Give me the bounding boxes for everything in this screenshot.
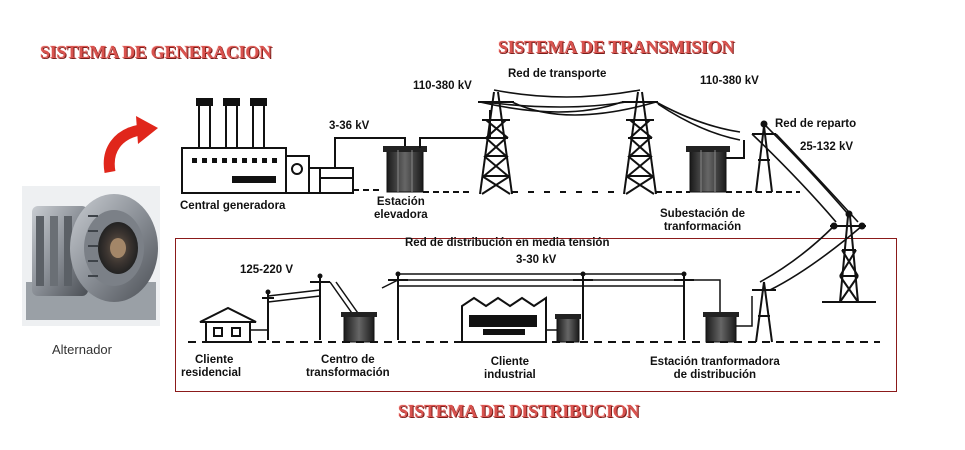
centro-transformacion-label: Centro de transformación <box>306 354 390 380</box>
centro-transformacion-line2: transformación <box>306 367 390 379</box>
cliente-industrial-label: Cliente industrial <box>484 356 536 382</box>
transmission-tower-icon <box>752 281 776 343</box>
dist-feed-cables <box>759 225 863 291</box>
red-reparto-label: Red de reparto <box>775 118 857 130</box>
centro-transformacion-line1: Centro de <box>321 354 375 366</box>
central-generadora-label: Central generadora <box>180 200 286 212</box>
cliente-industrial-line2: industrial <box>484 369 536 381</box>
cliente-residencial-label: Cliente residencial <box>181 354 241 380</box>
alternator-label: Alternador <box>52 342 112 357</box>
title-generation: SISTEMA DE GENERACION <box>40 42 272 62</box>
title-transmission: SISTEMA DE TRANSMISION <box>498 37 735 57</box>
voltage-label-generation: 3-36 kV <box>329 120 370 132</box>
reparto-cables <box>751 123 859 223</box>
subestacion-line2: tranformación <box>663 221 742 233</box>
estacion-distribucion-label: Estación tranformadora de distribución <box>650 356 780 382</box>
transmission-tower-icon <box>830 210 866 303</box>
transformer-icon <box>383 146 427 193</box>
estacion-elevadora-line1: Estación <box>376 196 425 208</box>
transformer-icon <box>555 314 581 343</box>
red-transporte-label: Red de transporte <box>508 68 607 80</box>
factory-icon <box>461 296 547 343</box>
curved-arrow-icon <box>103 116 158 173</box>
transmission-tower-icon <box>478 91 514 195</box>
title-distribution: SISTEMA DE DISTRIBUCION <box>398 401 640 421</box>
estacion-distribucion-line1: Estación tranformadora <box>650 356 780 368</box>
generation-line <box>334 137 406 191</box>
subestacion-label: Subestación de tranformación <box>660 208 745 234</box>
cliente-residencial-line1: Cliente <box>195 354 234 366</box>
transformer-icon <box>703 312 739 343</box>
utility-pole-icon <box>262 274 694 340</box>
cliente-industrial-line1: Cliente <box>490 356 530 368</box>
power-plant-icon <box>181 98 354 194</box>
voltage-label-transmission-left: 110-380 kV <box>413 80 472 92</box>
pole-insulators <box>265 271 687 295</box>
estacion-elevadora-label: Estación elevadora <box>374 196 428 222</box>
voltage-label-reparto: 25-132 kV <box>800 141 854 153</box>
transmission-tower-icon <box>622 91 658 195</box>
estacion-distribucion-line2: de distribución <box>673 369 757 381</box>
house-icon <box>199 306 257 343</box>
medium-voltage-line <box>398 273 684 287</box>
distribution-system-frame <box>175 238 897 392</box>
transformer-icon <box>686 146 730 193</box>
voltage-label-low: 125-220 V <box>240 264 294 276</box>
voltage-label-transmission-right: 110-380 kV <box>700 75 759 87</box>
low-voltage-line <box>267 279 399 317</box>
subestacion-line1: Subestación de <box>660 208 745 220</box>
transmission-cables <box>479 89 741 141</box>
transmission-tower-icon <box>752 120 776 193</box>
transformer-icon <box>341 312 377 343</box>
voltage-label-distribution: 3-30 kV <box>516 254 557 266</box>
alternator-photo <box>22 186 160 326</box>
estacion-elevadora-line2: elevadora <box>374 209 428 221</box>
red-distribucion-label: Red de distribución en media tensión <box>405 237 610 249</box>
cliente-residencial-line2: residencial <box>181 367 242 379</box>
